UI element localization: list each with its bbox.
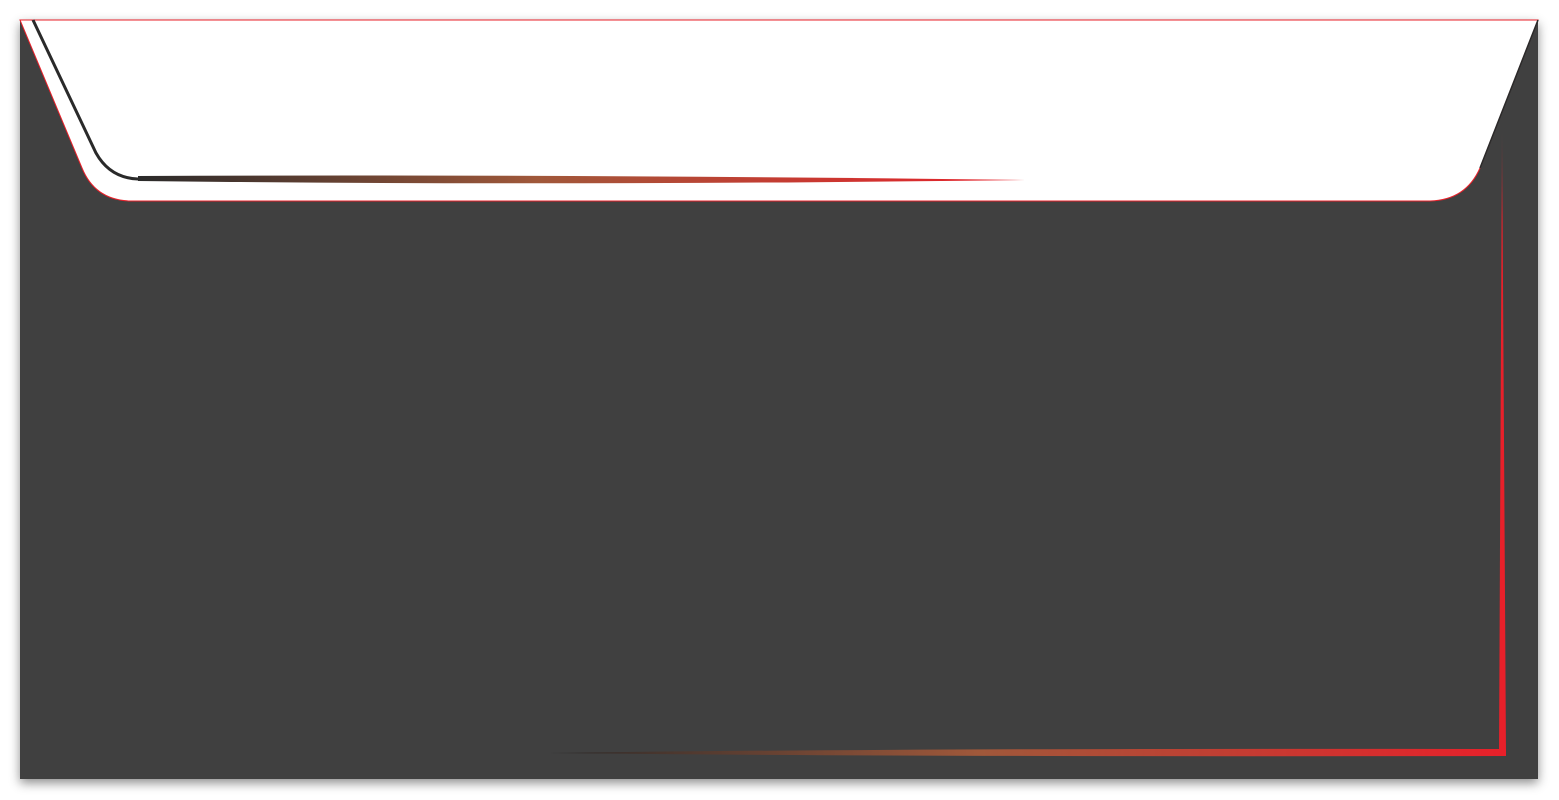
flap-right-edge	[1479, 19, 1539, 169]
flap-swoosh	[138, 175, 1025, 184]
right-accent-line	[1499, 125, 1506, 755]
flap-inner-curve	[31, 19, 560, 181]
envelope-flap	[19, 19, 1539, 202]
bottom-swoosh	[548, 748, 1506, 757]
